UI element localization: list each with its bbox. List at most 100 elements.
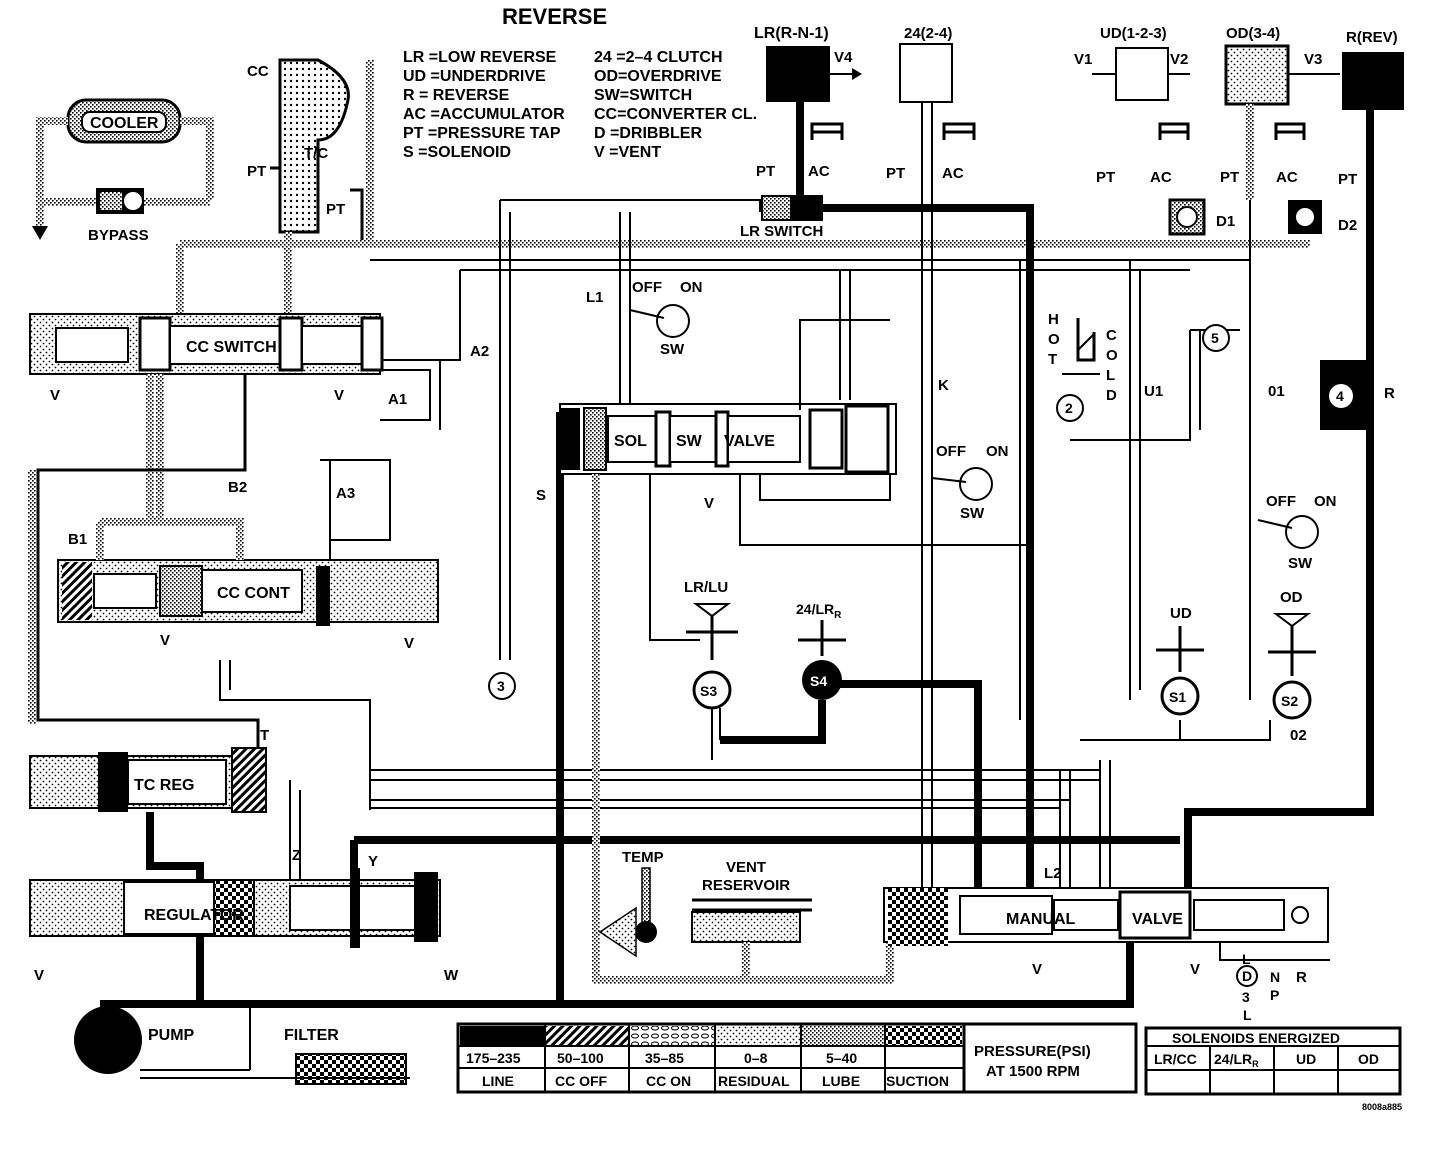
solenoid-s2: OD S2 02	[1268, 589, 1316, 744]
lr-clutch-box	[766, 46, 830, 102]
pressure-switch-l1: L1 OFF ON SW	[586, 279, 703, 358]
pt-24: PT	[886, 165, 905, 182]
cold-d: D	[1106, 387, 1117, 404]
manual-valve: MANUAL VALVE L2 V V D L 3 L N P R	[883, 865, 1330, 1023]
legend-cc: CC=CONVERTER CL.	[594, 106, 757, 123]
a1-label: A1	[388, 391, 407, 408]
tc-regulator-valve: TC REG T	[29, 727, 269, 813]
s4-label: S4	[810, 673, 827, 689]
sol-header-lrcc: LR/CC	[1154, 1051, 1197, 1067]
solenoid-switch-valve: SOL SW VALVE V S	[536, 319, 1030, 984]
clutch-24-label: 24(2-4)	[904, 25, 952, 42]
lr-lu-label: LR/LU	[684, 579, 728, 596]
v1-label: V1	[1074, 51, 1092, 68]
lr-switch-label: LR SWITCH	[740, 223, 823, 240]
hot-o: O	[1048, 331, 1060, 348]
ac-ud: AC	[1150, 169, 1172, 186]
swatch-cc-on	[630, 1026, 714, 1046]
o2-label: 02	[1290, 727, 1307, 744]
l2-label: L2	[1044, 865, 1062, 882]
k-label: K	[938, 377, 949, 394]
pt-od: PT	[1220, 169, 1239, 186]
valve-label: VALVE	[724, 433, 775, 450]
od-clutch: OD(3-4) V3 PT AC D2	[1220, 25, 1357, 234]
legend-od: OD=OVERDRIVE	[594, 68, 722, 85]
vent-cc-cont-left: V	[160, 632, 170, 649]
l1-off: OFF	[632, 279, 662, 296]
name-cc-off: CC OFF	[555, 1073, 608, 1089]
s24lr-label: 24/LRR	[796, 601, 842, 621]
gear-l: L	[1242, 951, 1251, 967]
vent-cc-switch-left: V	[50, 387, 60, 404]
sol-table-title: SOLENOIDS ENERGIZED	[1172, 1030, 1340, 1046]
pt-rev: PT	[1338, 171, 1357, 188]
swatch-line	[460, 1026, 544, 1046]
legend-24: 24 =2–4 CLUTCH	[594, 49, 723, 66]
v3-label: V3	[1304, 51, 1322, 68]
swatch-cc-off	[546, 1026, 628, 1046]
gear-n: N	[1270, 969, 1280, 985]
k-off: OFF	[936, 443, 966, 460]
gear-l2: L	[1243, 1007, 1252, 1023]
s1-label: S1	[1169, 689, 1186, 705]
ball-2-label: 2	[1065, 400, 1073, 416]
cold-o: O	[1106, 347, 1118, 364]
z-label: Z	[292, 847, 301, 864]
legend-r: R = REVERSE	[403, 87, 510, 104]
clutch-24-box	[899, 43, 953, 103]
sw-valve-label: SW	[676, 433, 703, 450]
pressure-regulator-valve: REGULATOR V Z Y W	[29, 847, 459, 984]
pressure-switch-k: OFF ON SW	[931, 443, 1009, 522]
hot-h: H	[1048, 311, 1059, 328]
range-line: 175–235	[466, 1050, 521, 1066]
lr-clutch-label: LR(R-N-1)	[754, 25, 829, 42]
swatch-lube	[802, 1026, 884, 1046]
ud-clutch: UD(1-2-3) V1 V2 PT AC D1	[1074, 25, 1235, 236]
cooler-circuit: COOLER BYPASS	[32, 98, 214, 244]
legend-pt: PT =PRESSURE TAP	[403, 125, 561, 142]
vent-reservoir: VENT RESERVOIR	[691, 859, 812, 976]
b2-label: B2	[228, 479, 247, 496]
name-line: LINE	[482, 1073, 514, 1089]
bypass-label: BYPASS	[88, 227, 149, 244]
ball-4-label: 4	[1336, 388, 1344, 404]
o1-off: OFF	[1266, 493, 1296, 510]
clutch-2-4: 24(2-4) PT AC K	[886, 25, 976, 890]
sol-header-ud: UD	[1296, 1051, 1316, 1067]
pt-tc-left: PT	[247, 163, 266, 180]
solenoid-s3: LR/LU S3	[684, 579, 738, 760]
line-pressure-passages	[100, 100, 1374, 1008]
gear-d: D	[1242, 968, 1252, 984]
cc-switch-label: CC SWITCH	[186, 339, 277, 356]
temp-label: TEMP	[622, 849, 664, 866]
sol-label: SOL	[614, 433, 647, 450]
o1-sw: SW	[1288, 555, 1313, 572]
manual-label: MANUAL	[1006, 911, 1076, 928]
diagram-title: REVERSE	[502, 4, 607, 29]
l1-sw: SW	[660, 341, 685, 358]
range-lube: 5–40	[826, 1050, 857, 1066]
bypass-ball	[122, 190, 144, 212]
solenoids-energized-table: SOLENOIDS ENERGIZED LR/CC 24/LRR UD OD	[1144, 1026, 1402, 1096]
pt-lr: PT	[756, 163, 775, 180]
vent-regulator: V	[34, 967, 44, 984]
check-ball-3	[488, 672, 516, 700]
check-ball-5	[1202, 324, 1230, 352]
check-ball-2	[1056, 394, 1084, 422]
a3-label: A3	[336, 485, 355, 502]
od-sol-label: OD	[1280, 589, 1303, 606]
range-cc-on: 35–85	[645, 1050, 684, 1066]
od-clutch-box	[1224, 44, 1290, 106]
ac-24: AC	[942, 165, 964, 182]
vent-res-label-1: VENT	[726, 859, 766, 876]
cooler-label: COOLER	[90, 115, 159, 132]
w-label: W	[444, 967, 459, 984]
o1-label: 01	[1268, 383, 1285, 400]
solenoid-s1: UD S1	[1156, 605, 1204, 716]
ud-clutch-label: UD(1-2-3)	[1100, 25, 1167, 42]
vent-manual-right: V	[1190, 961, 1200, 978]
abbreviation-legend: LR =LOW REVERSE UD =UNDERDRIVE R = REVER…	[403, 49, 757, 161]
l1-on: ON	[680, 279, 703, 296]
legend-s: S =SOLENOID	[403, 144, 511, 161]
u1-label: U1	[1144, 383, 1163, 400]
